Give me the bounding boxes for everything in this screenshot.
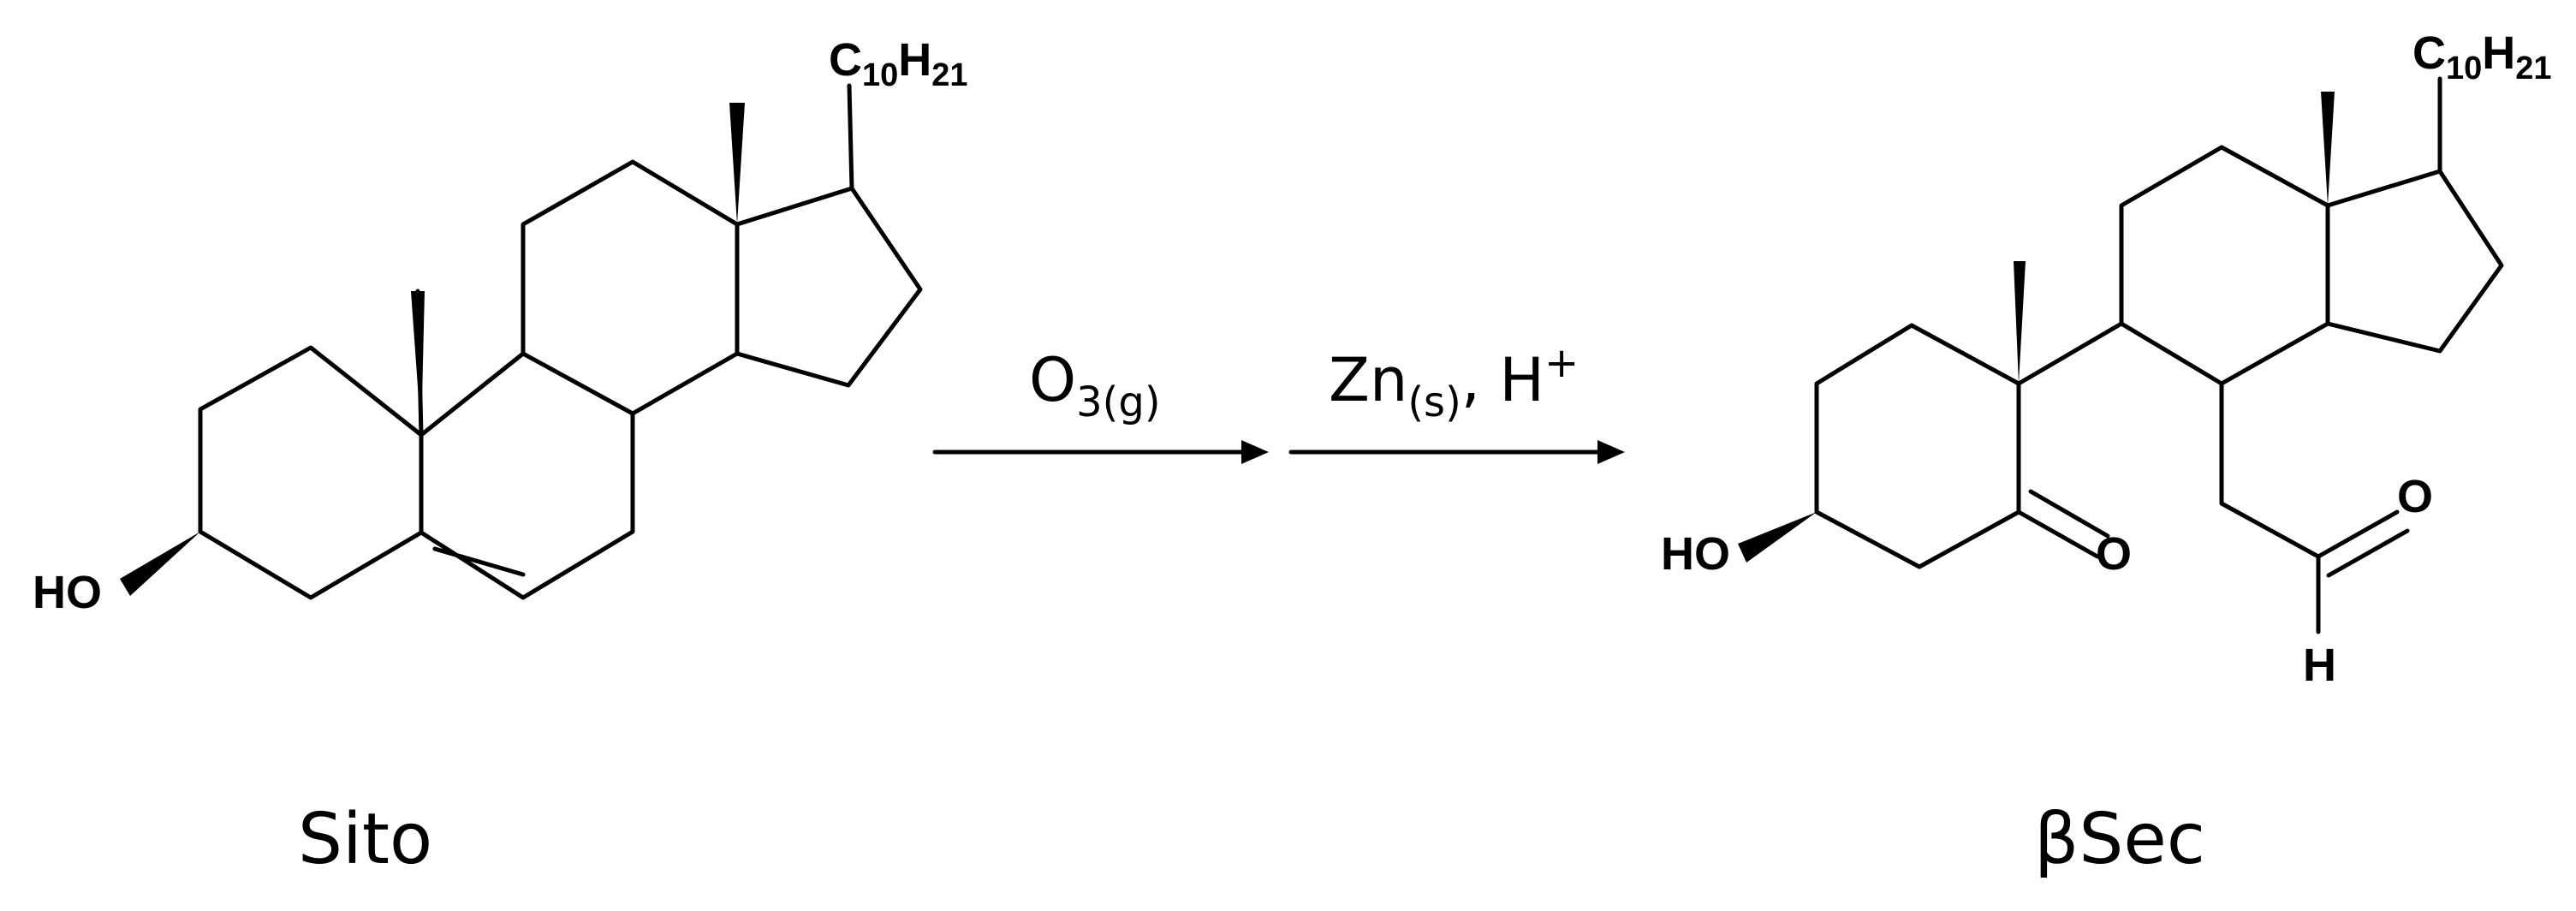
product-name: βSec xyxy=(2034,799,2205,880)
bsec-linker-bond xyxy=(2016,321,2124,386)
step2-reagent: Zn(s), H+ xyxy=(1329,339,1579,426)
bsec-oh-wedge xyxy=(1738,512,1817,563)
sito-ring-d xyxy=(735,186,923,388)
bsec-aldehyde-h-label: H xyxy=(2303,640,2336,691)
reactant-name: Sito xyxy=(298,799,432,880)
sito-hydroxyl-label: HO xyxy=(33,567,102,618)
bsec-c13-wedge xyxy=(2321,92,2335,205)
bsec-ring-a-wedge xyxy=(2014,261,2026,384)
step2: Zn(s), H+ xyxy=(1288,339,1625,464)
step1: O3(g) xyxy=(932,345,1269,464)
bsec-aldehyde-co xyxy=(2316,509,2400,559)
step1-arrowhead xyxy=(1241,440,1269,464)
sito-c10-wedge xyxy=(411,291,425,435)
bsec-ring-a xyxy=(1814,323,2021,569)
sito-c13-wedge xyxy=(729,103,745,224)
bsec-chain-label: C10H21 xyxy=(2412,27,2552,86)
bsec-aldehyde-co-2 xyxy=(2326,528,2410,578)
bsec-ring-c xyxy=(2119,145,2330,386)
bsec-aldehyde-o-label: O xyxy=(2397,471,2433,522)
bsec-ring-d xyxy=(2325,169,2504,354)
bsec-hydroxyl-label: HO xyxy=(1661,528,1730,580)
step1-reagent: O3(g) xyxy=(1029,345,1161,426)
sito-ring-a xyxy=(198,345,424,600)
sito-ring-b xyxy=(419,351,635,600)
bsec-ketone-bond-2 xyxy=(2028,489,2110,539)
sito-chain-label: C10H21 xyxy=(829,34,968,93)
sito-oh-wedge xyxy=(120,532,200,596)
bsec-ketone-bond xyxy=(2016,509,2100,559)
bsec-structure: HO O O H C10H21 xyxy=(1661,27,2552,691)
sito-double-bond xyxy=(432,546,526,577)
bsec-ketone-o-label: O xyxy=(2096,528,2132,580)
step2-arrowhead xyxy=(1597,440,1625,464)
sito-side-chain-bond xyxy=(847,83,854,191)
sito-ring-c xyxy=(521,159,740,416)
sito-structure: HO C10H21 xyxy=(33,34,968,618)
bsec-aldehyde-chain xyxy=(2219,381,2321,634)
